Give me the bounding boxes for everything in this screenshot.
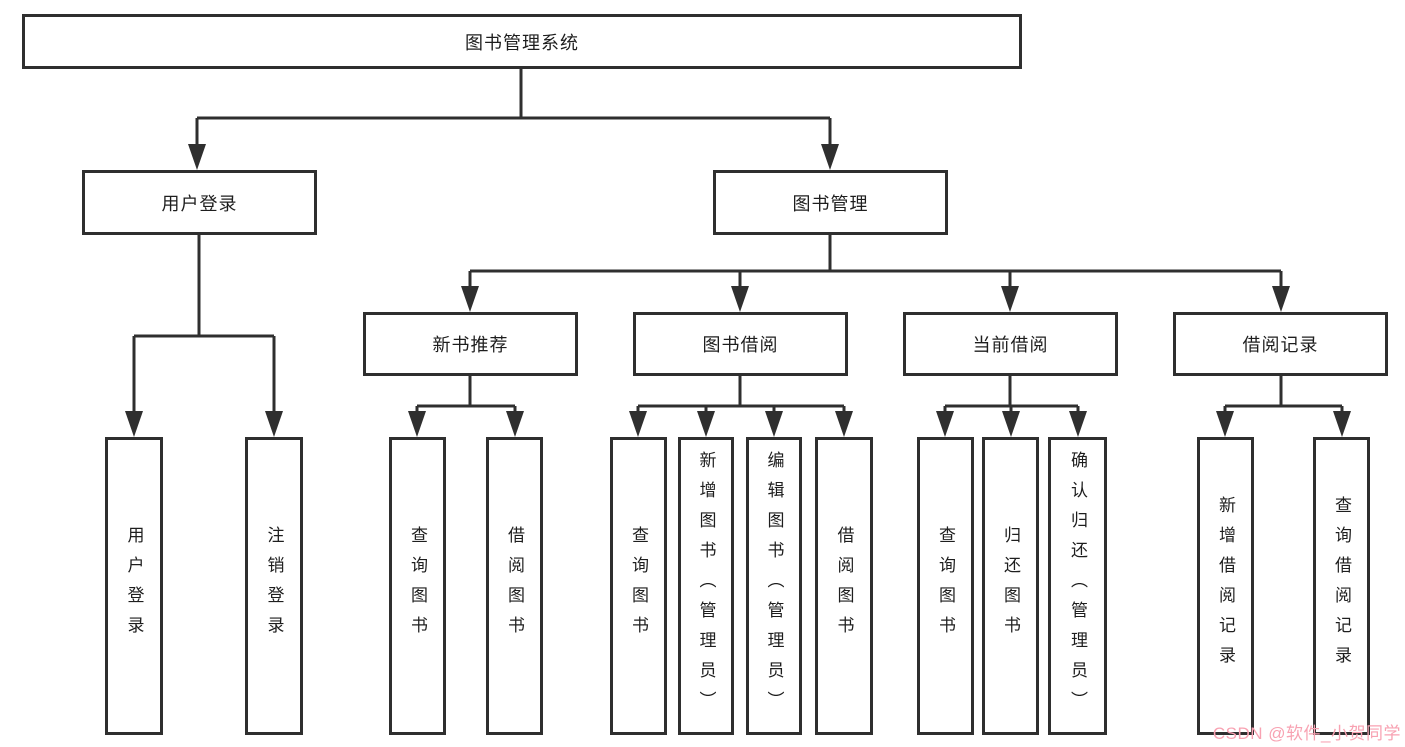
leaf-query-borrow-record: 查询借阅记录 [1313, 437, 1370, 735]
node-book-borrowing: 图书借阅 [633, 312, 848, 376]
leaf-current-query-books: 查询图书 [917, 437, 974, 735]
node-borrowing-records: 借阅记录 [1173, 312, 1388, 376]
node-book-management: 图书管理 [713, 170, 948, 235]
leaf-query-borrow-record-label: 查询借阅记录 [1332, 496, 1351, 676]
leaf-borrow-books-label: 借阅图书 [834, 526, 854, 646]
leaf-borrowing-query-books-label: 查询图书 [629, 526, 648, 646]
node-new-book-recommend-label: 新书推荐 [432, 335, 509, 355]
leaf-return-books-label: 归还图书 [1001, 526, 1020, 646]
leaf-logout: 注销登录 [245, 437, 303, 735]
leaf-add-books-admin: 新增图书（管理员） [678, 437, 734, 735]
leaf-edit-books-admin: 编辑图书（管理员） [746, 437, 802, 735]
leaf-recommend-borrow-books: 借阅图书 [486, 437, 543, 735]
leaf-user-login: 用户登录 [105, 437, 163, 735]
leaf-confirm-return-admin: 确认归还（管理员） [1048, 437, 1107, 735]
node-book-management-label: 图书管理 [792, 193, 869, 214]
leaf-current-query-books-label: 查询图书 [936, 526, 955, 646]
leaf-recommend-query-books: 查询图书 [389, 437, 446, 735]
leaf-borrow-books: 借阅图书 [815, 437, 873, 735]
node-root: 图书管理系统 [22, 14, 1022, 69]
leaf-logout-label: 注销登录 [264, 526, 284, 646]
watermark: CSDN @软件_小贺同学 [1212, 724, 1401, 743]
leaf-add-borrow-record-label: 新增借阅记录 [1216, 496, 1235, 676]
leaf-recommend-query-books-label: 查询图书 [408, 526, 427, 646]
node-new-book-recommend: 新书推荐 [363, 312, 578, 376]
leaf-user-login-label: 用户登录 [124, 526, 144, 646]
node-borrowing-records-label: 借阅记录 [1242, 335, 1319, 355]
leaf-edit-books-admin-label: 编辑图书（管理员） [764, 451, 784, 721]
leaf-recommend-borrow-books-label: 借阅图书 [505, 526, 524, 646]
leaf-confirm-return-admin-label: 确认归还（管理员） [1068, 451, 1087, 721]
leaf-return-books: 归还图书 [982, 437, 1039, 735]
leaf-add-books-admin-label: 新增图书（管理员） [696, 451, 716, 721]
node-root-label: 图书管理系统 [465, 32, 579, 53]
node-book-borrowing-label: 图书借阅 [702, 335, 779, 355]
leaf-add-borrow-record: 新增借阅记录 [1197, 437, 1254, 735]
node-user-login-label: 用户登录 [161, 193, 238, 214]
node-current-borrowing-label: 当前借阅 [972, 335, 1049, 355]
node-current-borrowing: 当前借阅 [903, 312, 1118, 376]
node-user-login: 用户登录 [82, 170, 317, 235]
leaf-borrowing-query-books: 查询图书 [610, 437, 667, 735]
